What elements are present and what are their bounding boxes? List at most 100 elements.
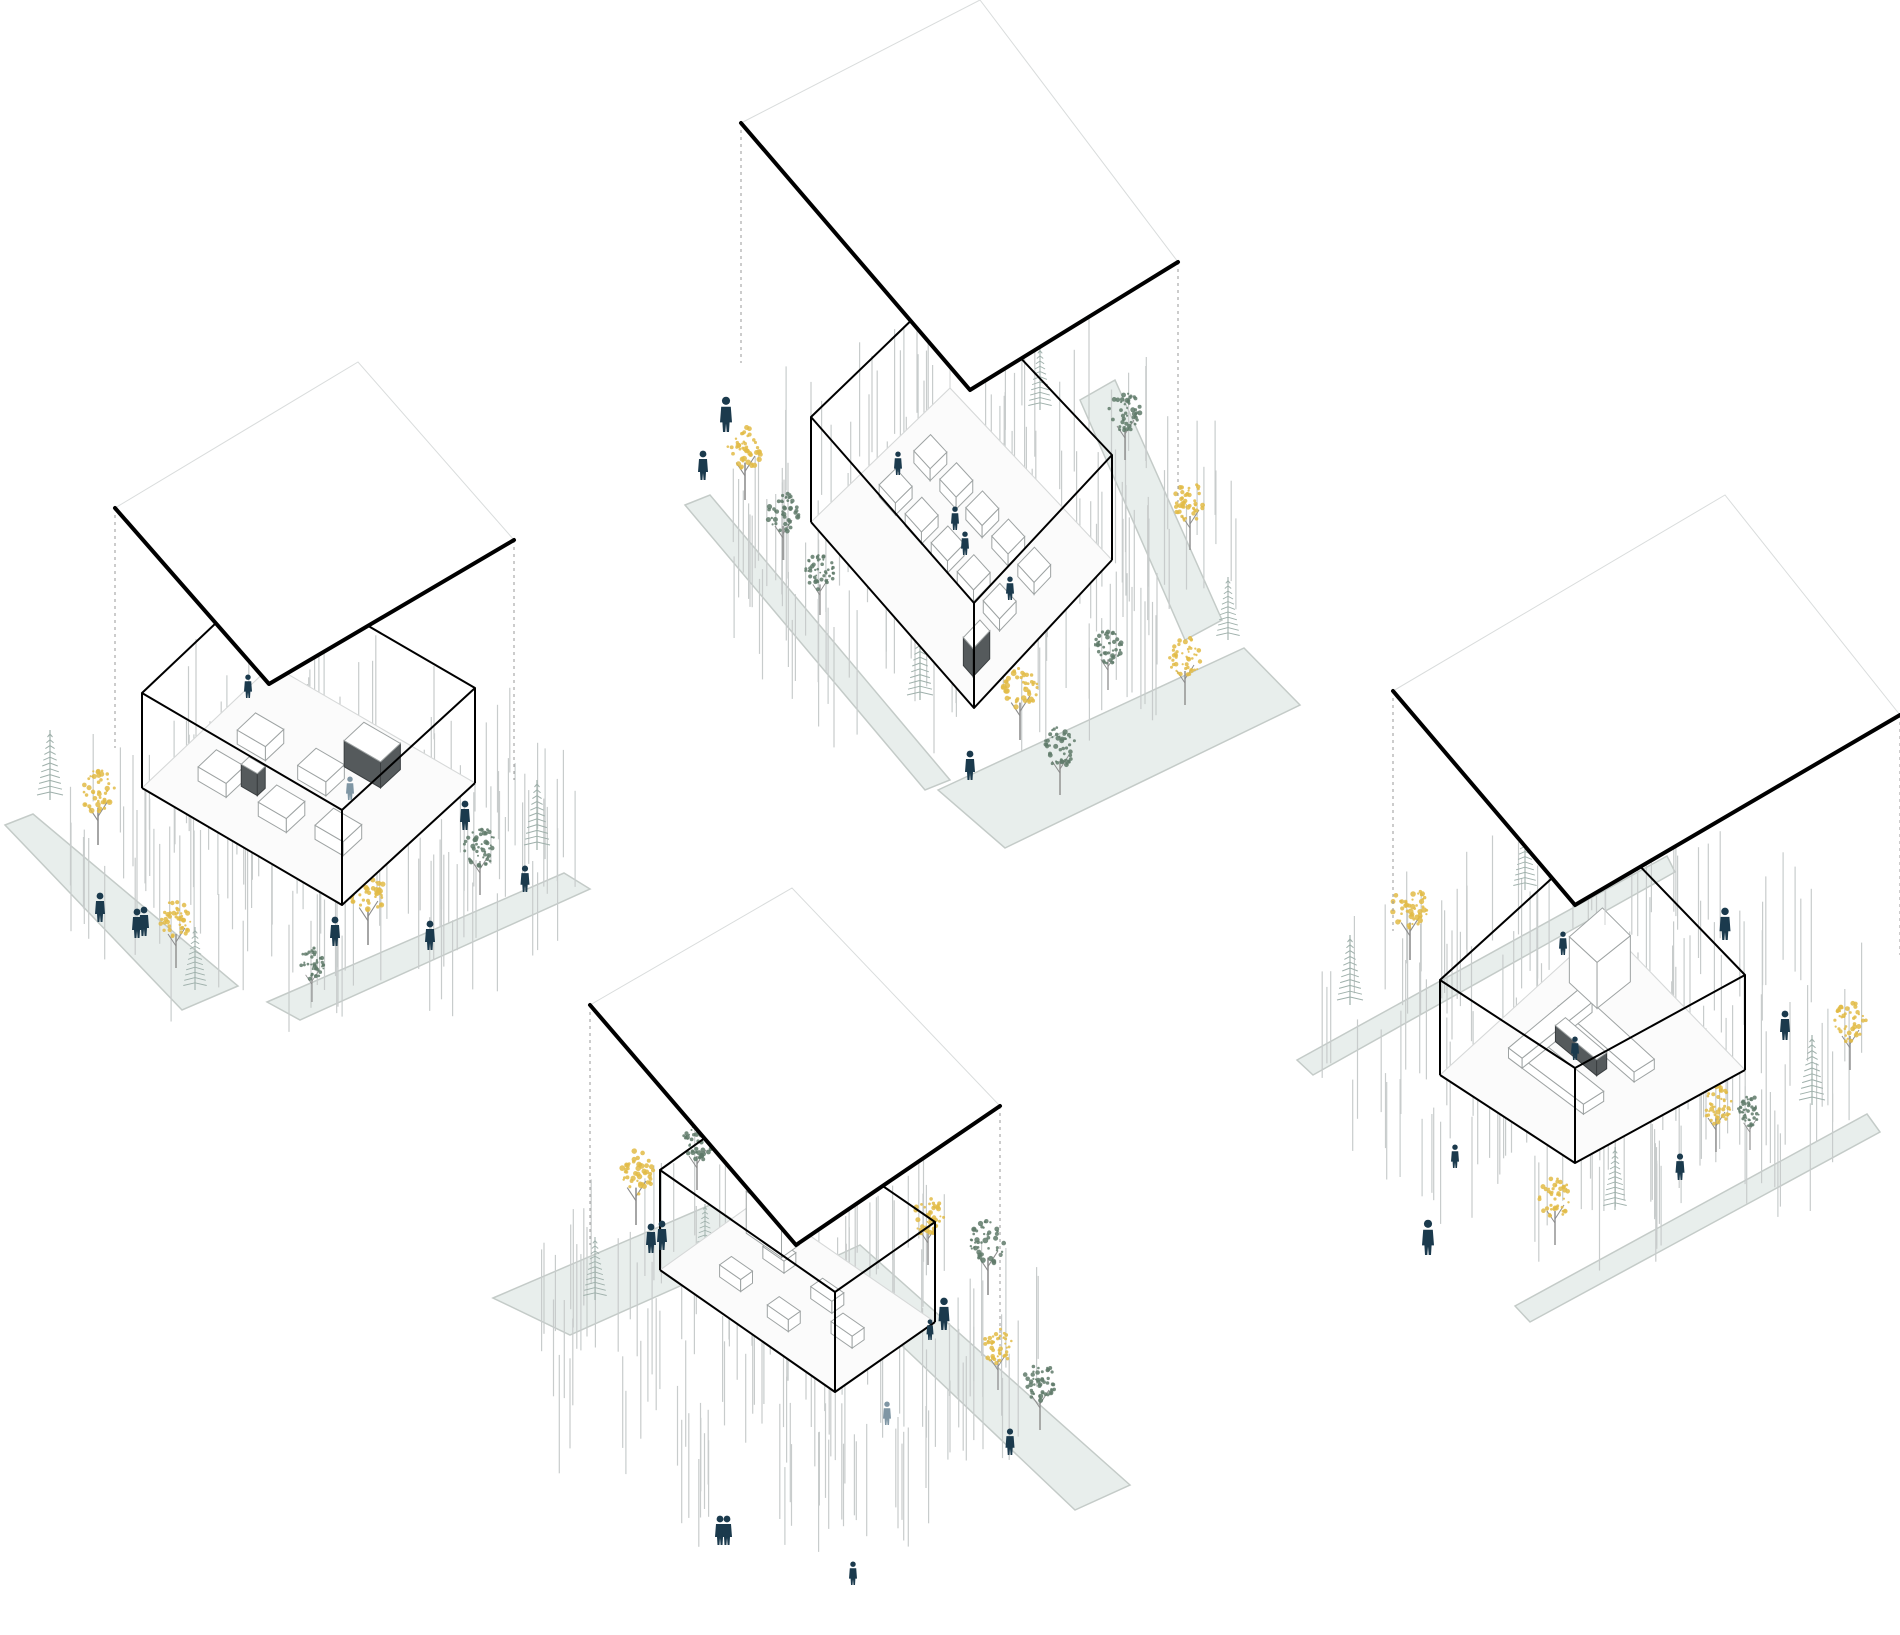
people	[646, 1220, 1015, 1585]
green-tree-icon	[1043, 726, 1076, 795]
roof-plane	[1392, 494, 1900, 906]
person-figure-icon	[646, 1223, 656, 1253]
person-figure-icon	[520, 865, 530, 892]
yellow-tree-icon	[983, 1327, 1013, 1390]
person-figure-icon	[1005, 1428, 1015, 1455]
conifer-tree-icon	[523, 780, 551, 850]
person-figure-icon	[722, 1515, 732, 1545]
green-tree-icon	[1107, 392, 1143, 460]
green-tree-icon	[1022, 1364, 1056, 1430]
conifer-tree-icon	[183, 926, 207, 990]
green-tree-icon	[969, 1218, 1007, 1295]
interior-furniture	[197, 712, 402, 857]
people	[1422, 907, 1790, 1255]
roof-front-edge	[113, 506, 516, 686]
person-figure-icon	[1422, 1219, 1434, 1255]
yellow-tree-icon	[82, 768, 116, 845]
person-figure-icon	[330, 916, 340, 946]
yellow-tree-icon	[1168, 636, 1203, 705]
glass-pavilion	[1439, 828, 1746, 1164]
roof-hangers	[740, 123, 1179, 502]
module-classroom	[683, 0, 1302, 849]
module-studio	[491, 887, 1132, 1585]
roof-front-edge	[588, 1003, 1002, 1247]
ground-path	[936, 647, 1302, 849]
person-figure-icon	[244, 674, 252, 698]
yellow-tree-icon	[1173, 483, 1205, 550]
person-figure-icon	[951, 506, 959, 530]
people	[698, 396, 1014, 780]
people	[95, 674, 530, 950]
ground-path	[1295, 854, 1676, 1076]
ground-path	[1513, 1113, 1882, 1323]
person-figure-icon	[715, 1515, 725, 1545]
person-figure-icon	[1719, 907, 1731, 940]
module-meeting	[1295, 494, 1900, 1323]
conifer-tree-icon	[1216, 576, 1240, 640]
roof-plane	[740, 0, 1179, 391]
yellow-tree-icon	[1000, 666, 1039, 740]
glass-pavilion	[141, 568, 476, 907]
person-figure-icon	[346, 776, 354, 800]
yellow-tree-icon	[158, 900, 192, 968]
roof-plane	[589, 887, 1001, 1246]
trees	[1336, 826, 1868, 1245]
person-figure-icon	[849, 1561, 857, 1585]
person-figure-icon	[720, 396, 732, 432]
roof-hangers	[589, 1005, 1001, 1346]
person-figure-icon	[1006, 576, 1014, 600]
ground-path	[683, 494, 952, 791]
conifer-tree-icon	[36, 730, 64, 800]
person-figure-icon	[1451, 1144, 1459, 1168]
floating-roof	[588, 887, 1002, 1247]
person-figure-icon	[926, 1319, 934, 1340]
green-tree-icon	[462, 827, 495, 895]
yellow-tree-icon	[726, 424, 763, 500]
person-figure-icon	[1559, 931, 1567, 955]
yellow-tree-icon	[1704, 1082, 1733, 1152]
green-tree-icon	[299, 946, 326, 1002]
yellow-tree-icon	[619, 1148, 656, 1225]
module-workspace	[3, 361, 592, 1032]
person-figure-icon	[1571, 1036, 1579, 1060]
floating-roof	[1391, 494, 1900, 907]
ground-path	[3, 813, 240, 1011]
person-figure-icon	[961, 531, 969, 555]
person-figure-icon	[1780, 1010, 1790, 1040]
roof-plane	[114, 361, 515, 685]
conifer-tree-icon	[583, 1236, 607, 1300]
interior-furniture	[878, 433, 1052, 678]
yellow-tree-icon	[1537, 1176, 1570, 1245]
person-figure-icon	[425, 920, 435, 950]
glass-pavilion	[659, 1099, 936, 1393]
green-tree-icon	[765, 491, 801, 560]
person-figure-icon	[698, 450, 708, 480]
person-figure-icon	[657, 1220, 667, 1250]
person-figure-icon	[883, 1401, 891, 1425]
green-tree-icon	[1737, 1095, 1760, 1150]
conifer-tree-icon	[1336, 935, 1364, 1005]
interior-furniture	[1507, 907, 1656, 1116]
floating-roof	[739, 0, 1180, 392]
yellow-tree-icon	[913, 1197, 946, 1265]
person-figure-icon	[460, 800, 470, 830]
green-tree-icon	[1093, 629, 1124, 690]
person-figure-icon	[938, 1297, 950, 1330]
trees	[726, 346, 1240, 795]
roof-hangers	[1392, 691, 1900, 955]
conifer-tree-icon	[1798, 1035, 1826, 1105]
yellow-tree-icon	[1833, 1000, 1868, 1070]
roof-front-edge	[739, 121, 1180, 392]
floating-roof	[113, 361, 516, 686]
roof-hangers	[114, 508, 515, 780]
person-figure-icon	[894, 451, 902, 475]
green-tree-icon	[804, 554, 836, 615]
person-figure-icon	[95, 892, 105, 922]
person-figure-icon	[965, 750, 975, 780]
conifer-tree-icon	[1603, 1146, 1627, 1210]
person-figure-icon	[1675, 1153, 1685, 1180]
roof-front-edge	[1391, 689, 1900, 907]
yellow-tree-icon	[1390, 889, 1429, 960]
